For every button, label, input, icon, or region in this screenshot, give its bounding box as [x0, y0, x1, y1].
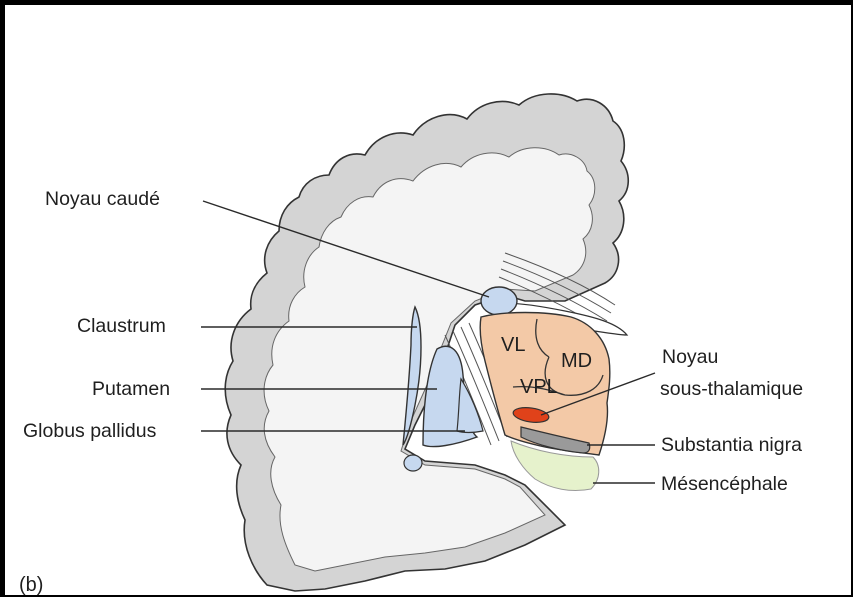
- nucleus-label-vl: VL: [501, 334, 525, 356]
- label-midbrain: Mésencéphale: [661, 473, 788, 495]
- caudate-nucleus: [481, 287, 517, 315]
- amygdala: [404, 455, 422, 471]
- brain-coronal-section-diagram: VL MD VPL Noyau caudé Claustrum Putamen …: [5, 5, 853, 602]
- nucleus-label-vpl: VPL: [520, 376, 558, 398]
- label-substantia-nigra: Substantia nigra: [661, 434, 802, 456]
- label-claustrum: Claustrum: [77, 315, 166, 337]
- nucleus-label-md: MD: [561, 350, 592, 372]
- label-putamen: Putamen: [92, 378, 170, 400]
- label-globus-pallidus: Globus pallidus: [23, 420, 157, 442]
- panel-label: (b): [19, 574, 43, 596]
- label-caudate: Noyau caudé: [45, 188, 160, 210]
- label-subthalamic-line1: Noyau: [662, 346, 718, 368]
- label-subthalamic-line2: sous-thalamique: [660, 378, 803, 400]
- globus-pallidus: [457, 379, 483, 433]
